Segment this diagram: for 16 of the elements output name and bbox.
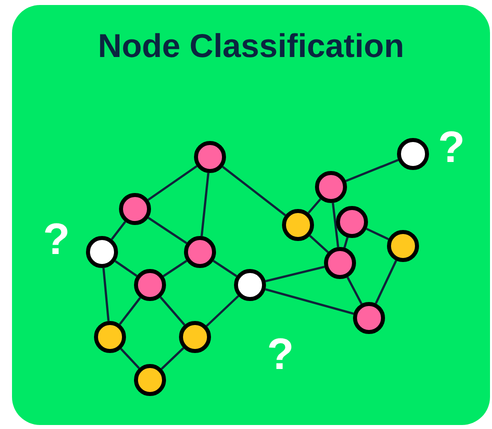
edge-line: [160, 347, 184, 370]
edge-line: [374, 260, 398, 304]
question-mark: ?: [267, 331, 294, 379]
question-mark: ?: [438, 124, 465, 172]
edge-line: [206, 295, 240, 327]
edge-line: [265, 266, 325, 282]
edge-line: [345, 158, 399, 182]
edge-line: [343, 237, 349, 248]
edge-line: [102, 268, 110, 322]
title: Node Classification: [96, 26, 406, 66]
edge-line: [200, 172, 210, 236]
edge-line: [346, 276, 362, 304]
edge-line: [332, 202, 340, 248]
edge-line: [366, 228, 389, 240]
edge-line: [265, 288, 354, 315]
question-mark: ?: [43, 216, 70, 264]
